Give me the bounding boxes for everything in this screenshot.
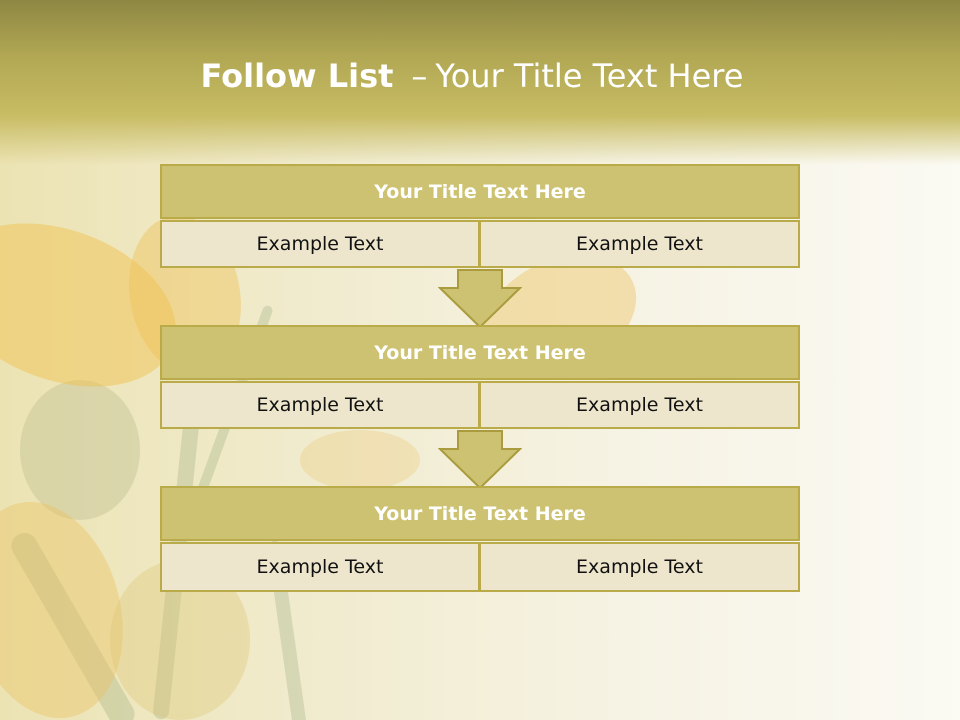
- slide-title-dash: –: [411, 57, 428, 95]
- follow-block-title: Your Title Text Here: [160, 325, 800, 380]
- example-text-right: Example Text: [480, 220, 800, 268]
- example-text-left: Example Text: [160, 542, 480, 592]
- down-arrow-icon: [438, 269, 522, 329]
- follow-block-title: Your Title Text Here: [160, 486, 800, 541]
- follow-block-1: Your Title Text Here Example Text Exampl…: [160, 164, 800, 268]
- down-arrow-icon: [438, 430, 522, 490]
- follow-block-2: Your Title Text Here Example Text Exampl…: [160, 325, 800, 429]
- follow-block-row: Example Text Example Text: [160, 542, 800, 592]
- slide-title: Follow List–Your Title Text Here: [0, 52, 944, 100]
- example-text-left: Example Text: [160, 381, 480, 429]
- header-band: [0, 0, 960, 165]
- follow-block-row: Example Text Example Text: [160, 381, 800, 429]
- example-text-left: Example Text: [160, 220, 480, 268]
- slide-title-bold: Follow List: [200, 57, 394, 95]
- example-text-right: Example Text: [480, 381, 800, 429]
- example-text-right: Example Text: [480, 542, 800, 592]
- slide-title-rest: Your Title Text Here: [435, 57, 744, 95]
- follow-block-title: Your Title Text Here: [160, 164, 800, 219]
- follow-block-3: Your Title Text Here Example Text Exampl…: [160, 486, 800, 592]
- follow-block-row: Example Text Example Text: [160, 220, 800, 268]
